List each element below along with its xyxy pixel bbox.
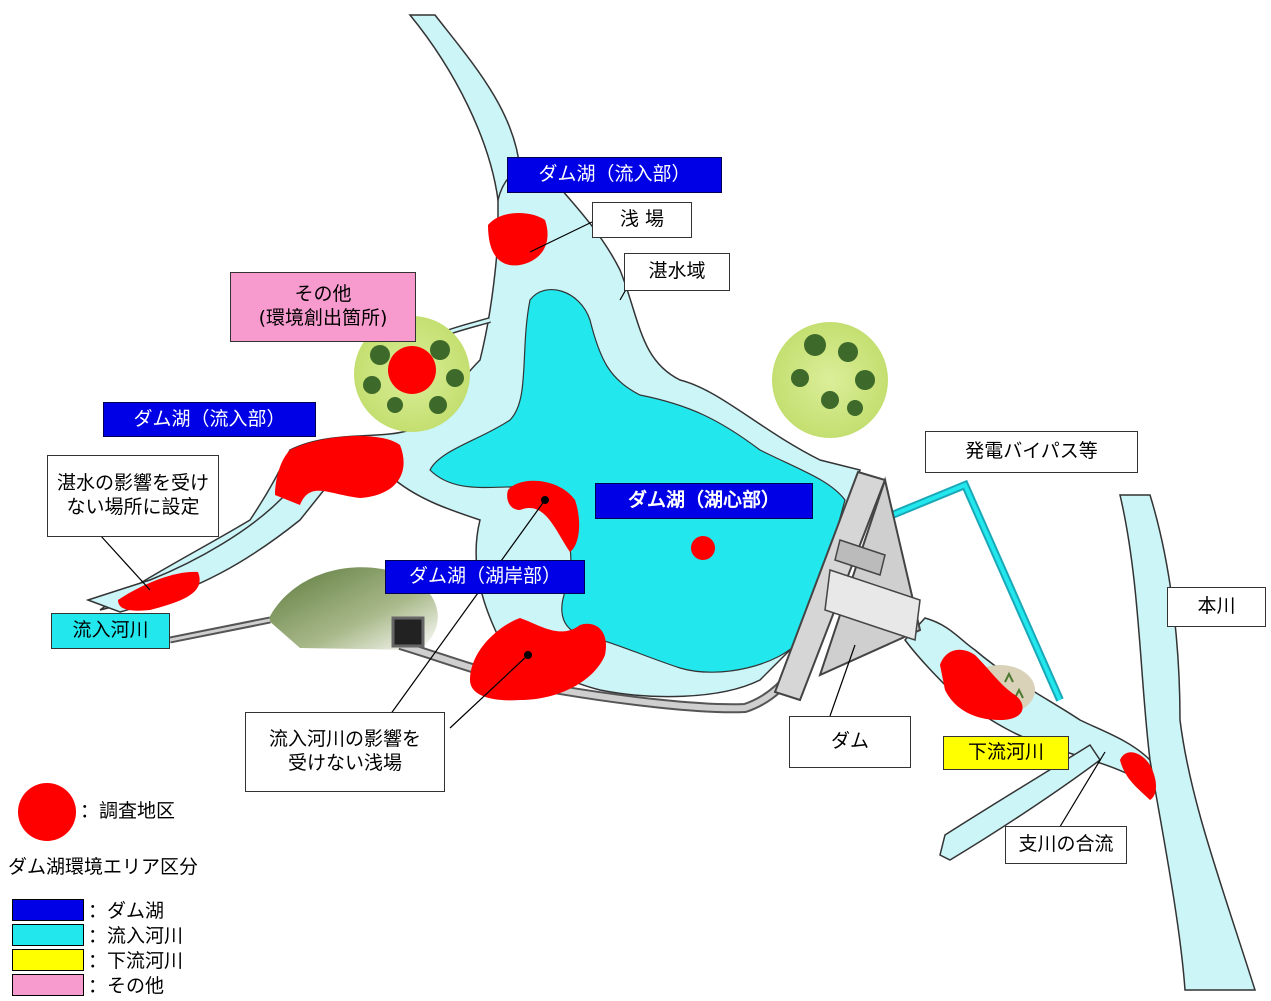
legend-item-other: ：その他 bbox=[12, 971, 164, 998]
swatch-inflow-river bbox=[12, 923, 84, 946]
label-tributary-confluence: 支川の合流 bbox=[1005, 826, 1127, 864]
legend-title: ダム湖環境エリア区分 bbox=[8, 856, 199, 879]
survey-site-confluence bbox=[1120, 752, 1156, 800]
label-shoal: 流入河川の影響を 受けない浅場 bbox=[245, 712, 445, 792]
survey-site-downstream bbox=[940, 649, 1023, 720]
lake-water bbox=[429, 289, 846, 673]
tunnel-portal bbox=[391, 616, 425, 648]
swatch-other bbox=[12, 973, 84, 996]
label-other-line2: (環境創出箇所) bbox=[258, 307, 388, 329]
label-impounded-area: 湛水域 bbox=[624, 253, 730, 291]
label-shoal-line2: 受けない浅場 bbox=[287, 752, 402, 774]
label-unaffected-line2: ない場所に設定 bbox=[66, 496, 200, 518]
survey-sites bbox=[118, 213, 1156, 800]
legend-item-inflow-river: ：流入河川 bbox=[12, 921, 183, 948]
label-dam: ダム bbox=[789, 716, 911, 768]
legend-item-label: ：流入河川 bbox=[88, 925, 184, 947]
label-inflow-left: ダム湖（流入部） bbox=[103, 402, 316, 437]
legend-item-label: ：ダム湖 bbox=[88, 900, 165, 922]
label-bypass: 発電バイパス等 bbox=[925, 431, 1138, 473]
survey-site-lakeshore-upper bbox=[507, 480, 580, 552]
callout-dots bbox=[524, 496, 549, 659]
survey-site-lake-center bbox=[691, 536, 715, 560]
label-unaffected-line1: 湛水の影響を受け bbox=[56, 472, 209, 495]
survey-site-inflow-top bbox=[488, 213, 548, 266]
swatch-downstream-river bbox=[12, 948, 84, 971]
tributary-river bbox=[939, 743, 1102, 861]
upstream-river-north bbox=[408, 14, 521, 202]
dam-structure bbox=[773, 470, 922, 702]
legend-item-dam-lake: ：ダム湖 bbox=[12, 896, 164, 923]
survey-site-inflow-left bbox=[275, 435, 404, 505]
survey-site-unaffected bbox=[118, 571, 200, 611]
swatch-dam-lake bbox=[12, 898, 84, 921]
label-other-line1: その他 bbox=[294, 283, 352, 306]
label-shallow: 浅 場 bbox=[592, 202, 692, 238]
label-other: その他 (環境創出箇所) bbox=[230, 272, 416, 342]
survey-site-legend-label: ：調査地区 bbox=[80, 800, 176, 823]
label-lake-center: ダム湖（湖心部） bbox=[595, 483, 813, 519]
label-unaffected: 湛水の影響を受け ない場所に設定 bbox=[47, 455, 219, 537]
legend-item-label: ：その他 bbox=[88, 975, 165, 997]
label-downstream-river: 下流河川 bbox=[943, 736, 1069, 770]
legend-item-downstream-river: ：下流河川 bbox=[12, 946, 183, 973]
survey-site-lakeshore-lower bbox=[470, 618, 606, 701]
label-inflow-river: 流入河川 bbox=[51, 613, 170, 649]
forest-right bbox=[772, 322, 888, 438]
label-inflow-top: ダム湖（流入部） bbox=[507, 157, 722, 193]
survey-site-legend-marker bbox=[18, 783, 76, 841]
label-shoal-line1: 流入河川の影響を bbox=[268, 728, 421, 751]
legend-item-label: ：下流河川 bbox=[88, 950, 184, 972]
survey-site-other bbox=[388, 346, 436, 394]
label-main-river: 本川 bbox=[1167, 587, 1266, 627]
label-lakeshore: ダム湖（湖岸部） bbox=[385, 560, 585, 594]
main-river bbox=[1119, 494, 1257, 991]
